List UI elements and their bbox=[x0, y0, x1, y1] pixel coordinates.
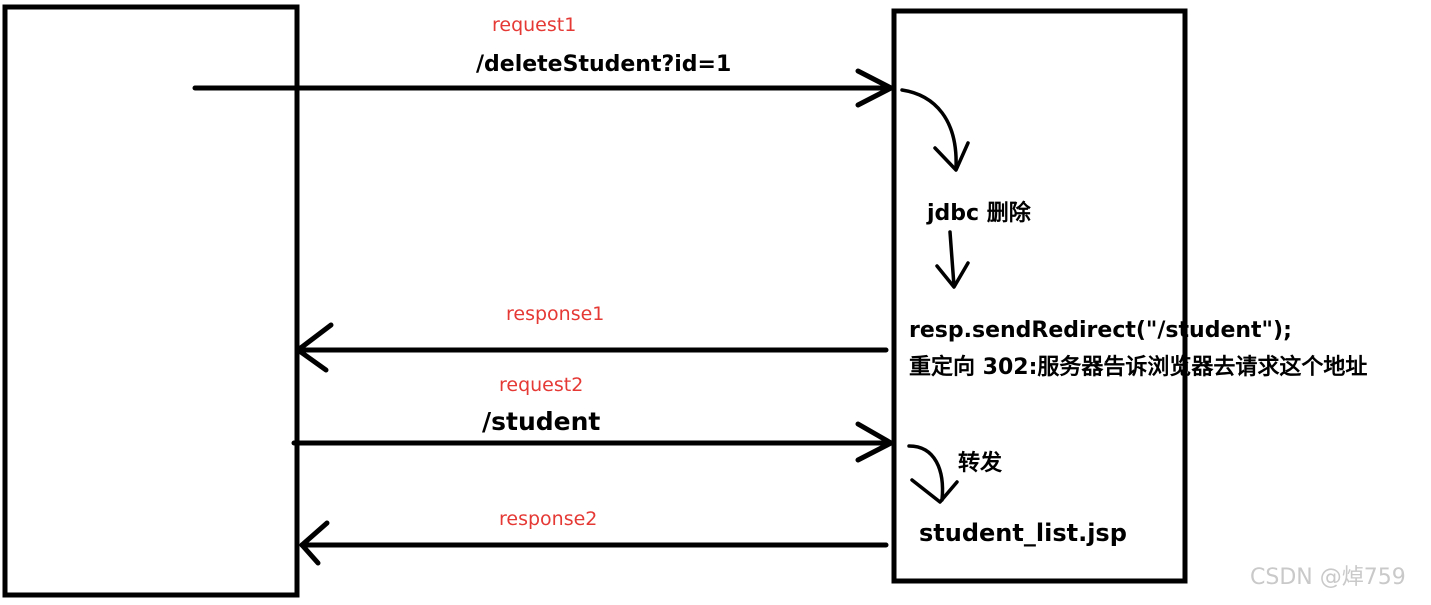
server-box bbox=[891, 8, 1188, 584]
response2-label: response2 bbox=[499, 508, 598, 530]
jdbc-down-arrow bbox=[935, 230, 970, 289]
process-curve-arrow bbox=[900, 88, 970, 172]
forward-label: 转发 bbox=[958, 451, 1003, 476]
request2-label: request2 bbox=[499, 374, 584, 396]
watermark: CSDN @焯759 bbox=[1250, 565, 1406, 590]
request1-path-label: /deleteStudent?id=1 bbox=[476, 52, 732, 77]
request2-path-label: /student bbox=[482, 407, 601, 436]
client-box bbox=[2, 4, 300, 598]
response1-arrow bbox=[295, 322, 889, 373]
response1-label: response1 bbox=[506, 303, 605, 325]
request2-arrow bbox=[291, 421, 894, 463]
jdbc-delete-label: jdbc 删除 bbox=[927, 201, 1031, 226]
forward-curve-arrow bbox=[907, 444, 959, 504]
student-list-label: student_list.jsp bbox=[919, 519, 1127, 547]
request1-arrow bbox=[192, 68, 894, 108]
request1-label: request1 bbox=[492, 14, 577, 36]
redirect-note-label: 重定向 302:服务器告诉浏览器去请求这个地址 bbox=[909, 355, 1368, 380]
redirect-code-label: resp.sendRedirect("/student"); bbox=[909, 318, 1292, 343]
response2-arrow bbox=[299, 520, 889, 566]
